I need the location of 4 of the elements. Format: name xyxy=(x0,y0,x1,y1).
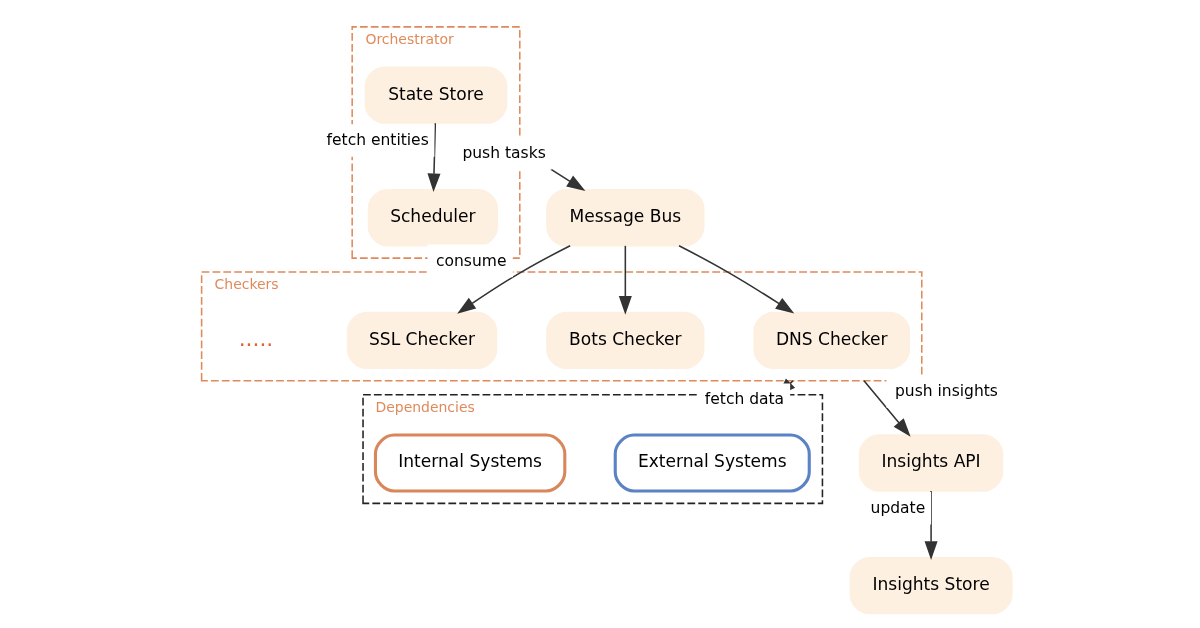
edge-label: update xyxy=(870,498,925,517)
label: ..... xyxy=(238,326,273,352)
edge-label: push insights xyxy=(894,382,998,401)
edge-label: fetch data xyxy=(704,390,784,409)
